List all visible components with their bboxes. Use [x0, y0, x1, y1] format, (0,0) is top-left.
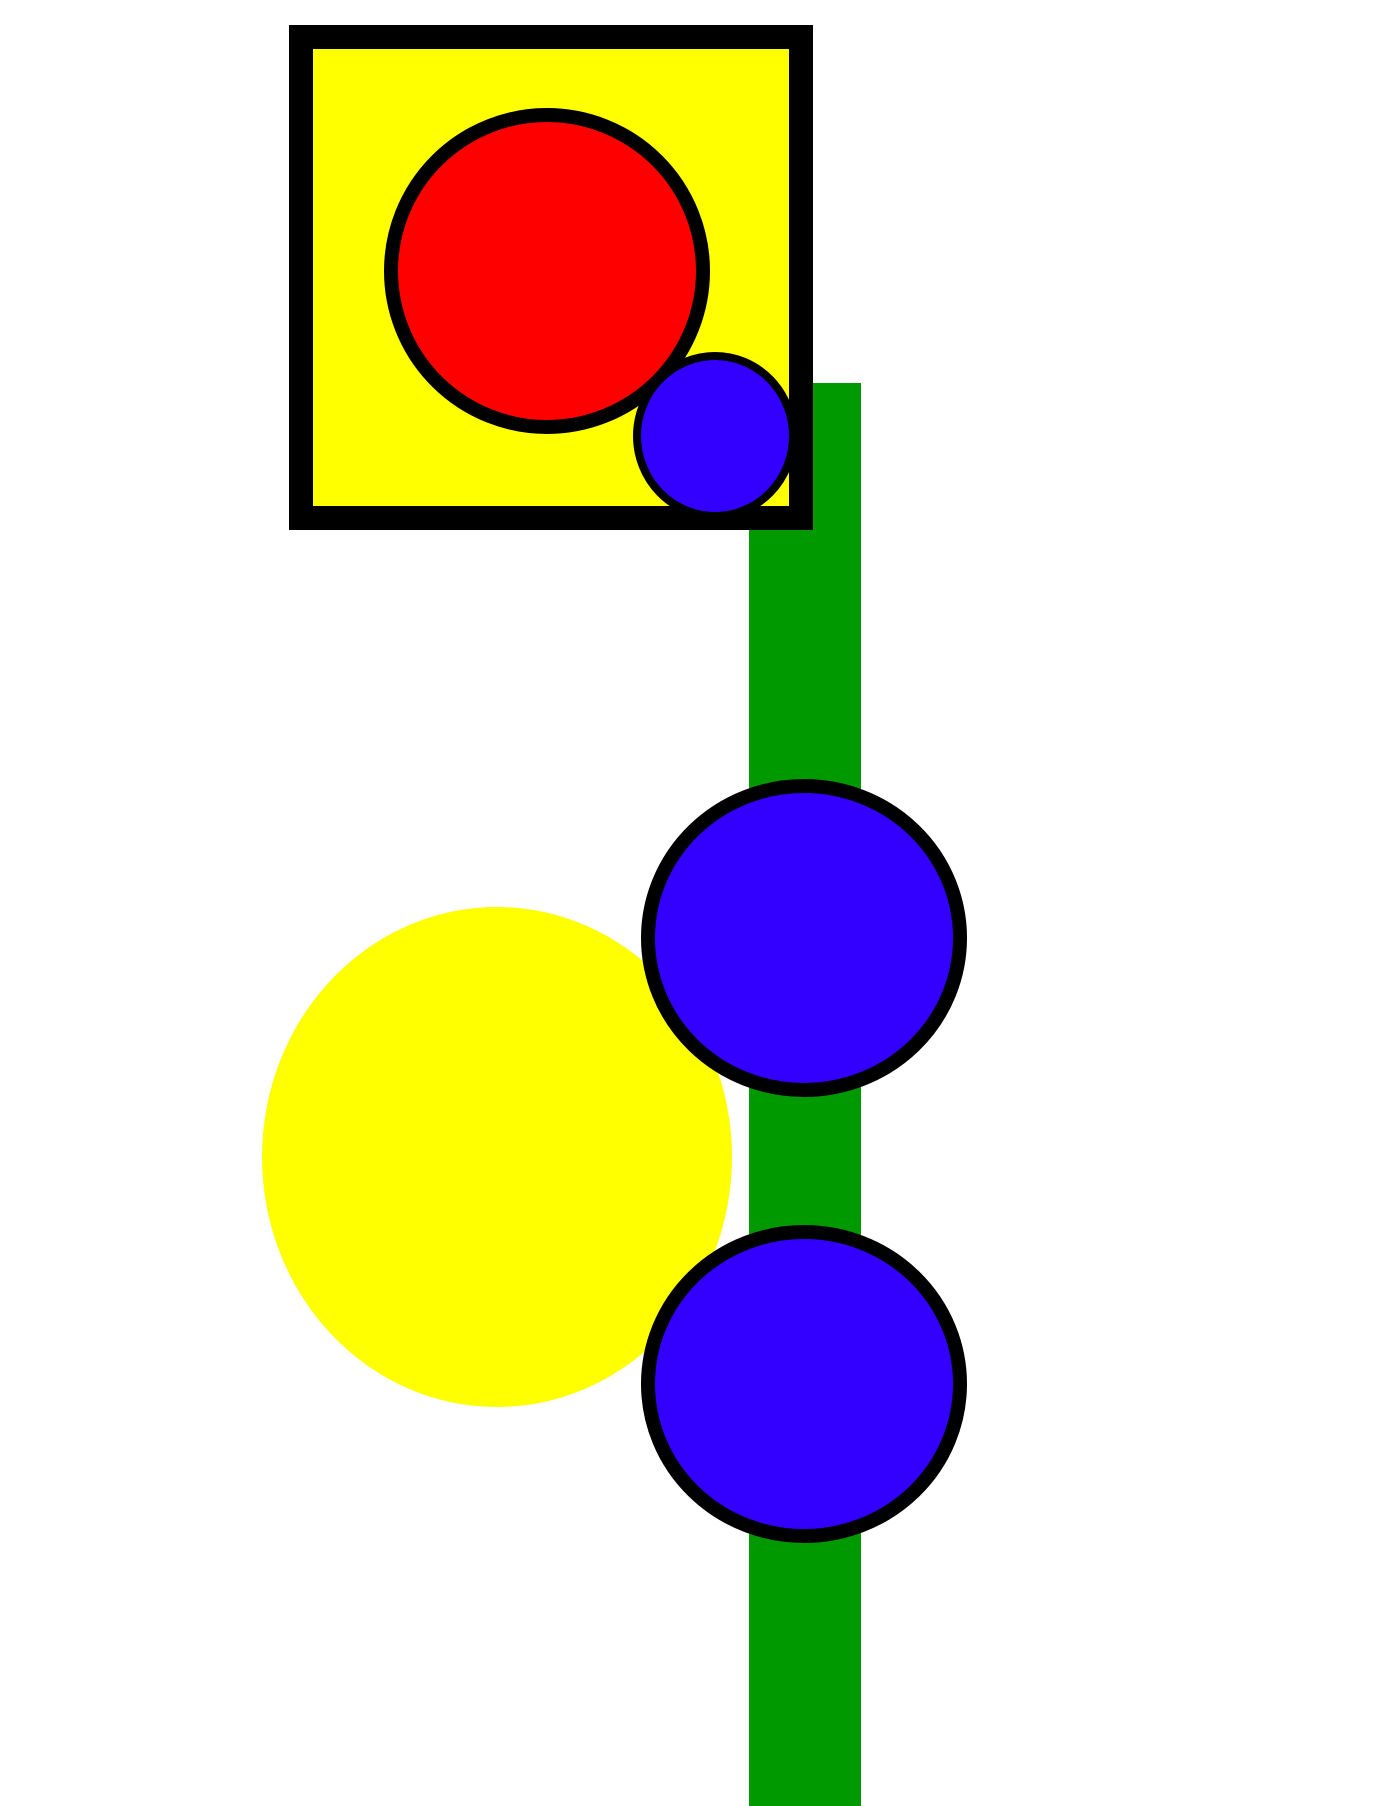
small-blue-circle — [633, 352, 797, 520]
red-circle — [384, 108, 710, 434]
blue-circle-lower — [641, 1225, 967, 1543]
yellow-ellipse — [262, 907, 732, 1407]
blue-circle-upper — [641, 779, 967, 1097]
